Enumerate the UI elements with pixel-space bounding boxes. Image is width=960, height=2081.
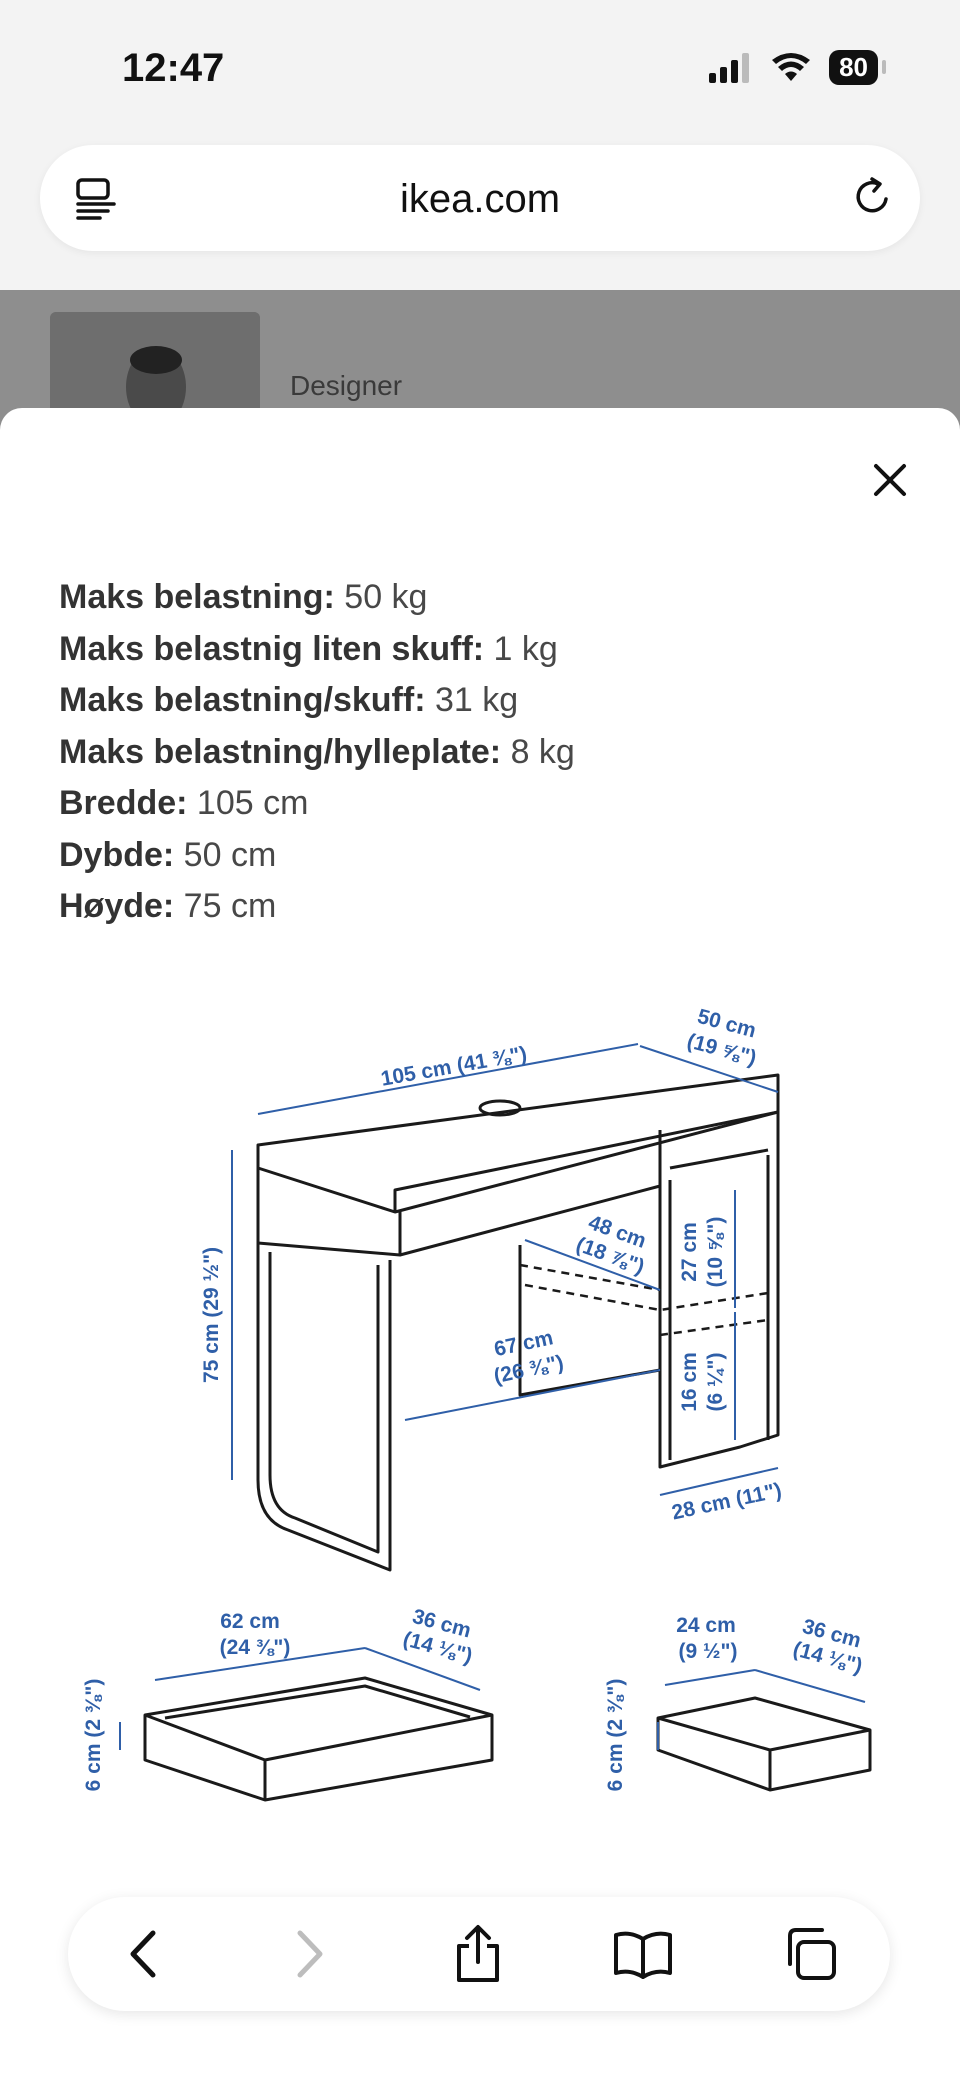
large-drawer-depth-line [364, 1647, 481, 1691]
forward-button[interactable] [275, 1919, 345, 1989]
bookmarks-button[interactable] [608, 1919, 678, 1989]
share-button[interactable] [443, 1919, 513, 1989]
cabinet-width-label: 28 cm (11") [670, 1479, 784, 1525]
large-drawer-width-in-label: (24 ⅜") [220, 1636, 291, 1659]
spec-max-load-shelf: Maks belastning/hylleplate: 8 kg [59, 732, 575, 771]
large-drawer-width-cm-label: 62 cm [220, 1610, 280, 1633]
spec-height: Høyde: 75 cm [59, 887, 277, 925]
battery-indicator: 80 [829, 50, 886, 85]
lower-shelf-cm-label: 16 cm [678, 1352, 701, 1412]
browser-toolbar [68, 1897, 890, 2011]
knee-width-line [404, 1369, 661, 1421]
cellular-signal-icon [709, 52, 750, 83]
upper-shelf-in-label: (10 ⅝") [704, 1217, 727, 1288]
small-drawer-width-in-label: (9 ½") [679, 1640, 738, 1663]
url-text[interactable]: ikea.com [399, 177, 561, 221]
depth-dimension-line [639, 1045, 779, 1093]
close-icon [874, 464, 906, 496]
small-drawer [656, 1696, 872, 1792]
tabs-icon [788, 1928, 836, 1980]
chevron-right-icon [297, 1930, 323, 1978]
wifi-icon [772, 52, 811, 81]
desk-top-outline [256, 1073, 780, 1214]
reader-mode-icon[interactable] [74, 177, 118, 221]
left-leg-inner [268, 1252, 380, 1554]
large-drawer-height-label: 6 cm (2 ⅜") [82, 1679, 105, 1792]
shelf-dashed-2 [524, 1283, 769, 1312]
measurement-specs: Maks belastning: 50 kg Maks belastnig li… [59, 572, 919, 933]
small-drawer-height-label: 6 cm (2 ⅜") [604, 1679, 627, 1792]
dimension-diagram: 105 cm (41 ⅜") 50 cm (19 ⅝") 75 cm (29 ½… [82, 1005, 872, 1802]
status-time: 12:47 [122, 46, 225, 90]
small-drawer-depth-line [754, 1669, 866, 1703]
small-drawer-width-cm-label: 24 cm [676, 1614, 736, 1637]
lower-shelf-in-label: (6 ¼") [704, 1353, 727, 1412]
desk-height-label: 75 cm (29 ½") [200, 1247, 223, 1383]
shelf-dashed-1 [519, 1263, 661, 1292]
cable-outlet [478, 1099, 522, 1117]
shelf-dashed-3 [659, 1318, 769, 1337]
spec-depth: Dybde: 50 cm [59, 835, 277, 874]
chevron-left-icon [130, 1930, 156, 1978]
left-leg-frame [256, 1243, 392, 1572]
width-dimension-line [257, 1043, 639, 1115]
status-bar: 12:47 80 [0, 0, 960, 130]
large-drawer [143, 1676, 494, 1802]
back-button[interactable] [108, 1919, 178, 1989]
designer-label: Designer [290, 370, 403, 401]
drawer-front [256, 1168, 402, 1257]
product-details-sheet [0, 408, 960, 2081]
tabs-button[interactable] [775, 1919, 845, 1989]
share-icon [457, 1925, 499, 1982]
small-drawer-width-line [664, 1669, 756, 1686]
spec-max-load-drawer: Maks belastning/skuff: 31 kg [59, 681, 519, 719]
desk-width-label: 105 cm (41 ⅜") [379, 1042, 528, 1090]
cabinet-width-line [659, 1467, 779, 1496]
status-icons: 80 [709, 50, 886, 85]
inner-depth-line [524, 1239, 661, 1291]
spec-max-load-small-drawer: Maks belastnig liten skuff: 1 kg [59, 629, 558, 668]
close-button[interactable] [860, 450, 920, 510]
desk-top-front-edge [393, 1110, 779, 1212]
spec-width: Bredde: 105 cm [59, 784, 309, 822]
cabinet-small-drawer [669, 1148, 769, 1170]
address-bar[interactable]: ikea.com [40, 145, 920, 251]
upper-shelf-cm-label: 27 cm [678, 1222, 701, 1282]
book-icon [614, 1931, 672, 1979]
spec-max-load: Maks belastning: 50 kg [59, 578, 428, 616]
cabinet-sides [668, 1155, 770, 1460]
reload-icon[interactable] [848, 173, 896, 221]
cabinet-outline [658, 1112, 780, 1469]
large-drawer-width-line [154, 1647, 366, 1681]
